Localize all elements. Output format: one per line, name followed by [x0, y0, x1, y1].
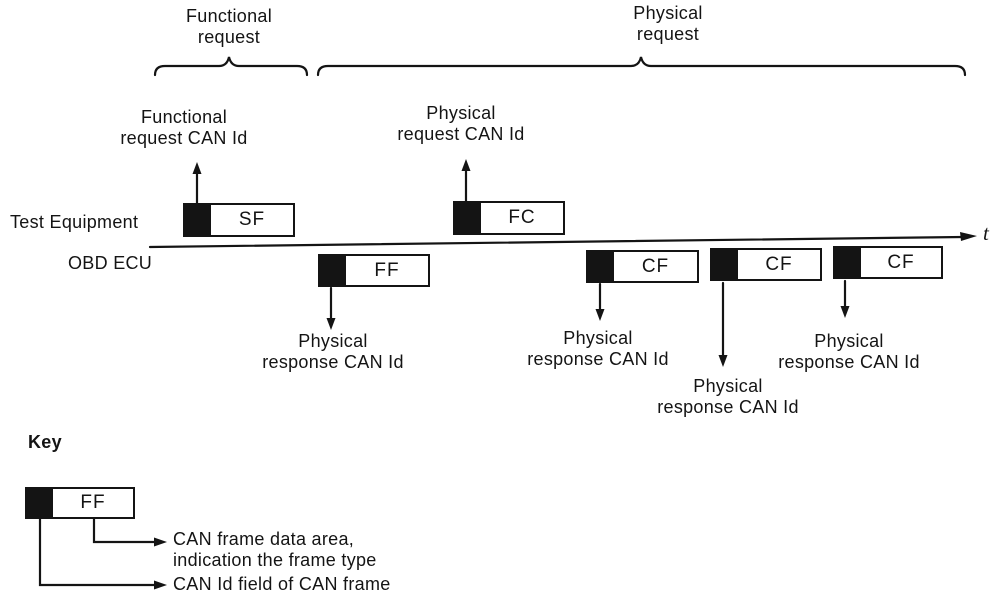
frame-sf: SF: [183, 203, 295, 237]
key-canid-field: [25, 487, 51, 519]
key-data-area-arrowhead-icon: [154, 537, 167, 547]
frame-ff-box: FF: [344, 254, 430, 287]
key-canid-note: CAN Id field of CAN frame: [173, 574, 391, 594]
frame-cf3: CF: [833, 246, 943, 279]
frame-fc-box: FC: [479, 201, 565, 235]
timeline-arrowhead-icon: [960, 232, 977, 241]
physical-response-canid-label-3: Physical response CAN Id: [657, 376, 799, 417]
fc-canid-field: [453, 201, 479, 235]
key-data-area-connector: [92, 517, 159, 544]
frame-cf3-box: CF: [859, 246, 943, 279]
physical-response-canid-label-1: Physical response CAN Id: [262, 331, 404, 372]
cf2-arrowhead-icon: [718, 355, 728, 367]
functional-request-canid-label: Functional request CAN Id: [120, 107, 248, 148]
key-data-area-note: CAN frame data area, indication the fram…: [173, 529, 377, 570]
physical-response-canid-label-2: Physical response CAN Id: [527, 328, 669, 369]
frame-fc-label: FC: [508, 207, 536, 228]
key-frame-ff-label: FF: [80, 492, 106, 513]
frame-sf-label: SF: [238, 209, 266, 230]
ff-arrowhead-icon: [326, 318, 336, 330]
frame-ff-label: FF: [374, 259, 400, 281]
frame-sf-box: SF: [209, 203, 295, 237]
ff-canid-field: [318, 254, 344, 287]
physical-request-label: Physical request: [633, 3, 703, 44]
physical-response-canid-label-4: Physical response CAN Id: [778, 331, 920, 372]
frame-cf1: CF: [586, 250, 699, 283]
cf3-arrowhead-icon: [840, 306, 850, 318]
key-canid-connector: [38, 517, 159, 587]
key-title: Key: [28, 432, 62, 452]
frame-cf2-box: CF: [736, 248, 822, 281]
sf-arrowhead-icon: [192, 162, 202, 174]
key-frame-ff-box: FF: [51, 487, 135, 519]
physical-request-canid-label: Physical request CAN Id: [397, 103, 525, 144]
frame-cf2: CF: [710, 248, 822, 281]
key-canid-arrowhead-icon: [154, 580, 167, 590]
functional-request-label: Functional request: [185, 6, 273, 47]
cf1-canid-field: [586, 250, 612, 283]
fc-arrowhead-icon: [461, 159, 471, 171]
cf3-canid-field: [833, 246, 859, 279]
functional-request-brace: [153, 56, 309, 77]
lane-obd-ecu-label: OBD ECU: [68, 253, 153, 273]
frame-cf2-label: CF: [765, 253, 793, 275]
frame-cf1-label: CF: [641, 255, 670, 277]
frame-cf3-label: CF: [887, 251, 915, 273]
cf1-arrowhead-icon: [595, 309, 605, 321]
frame-fc: FC: [453, 201, 565, 235]
frame-ff: FF: [318, 254, 430, 287]
lane-test-equipment-label: Test Equipment: [10, 212, 139, 232]
time-axis-label: t: [983, 221, 990, 245]
key-frame-ff: FF: [25, 487, 135, 519]
cf2-canid-field: [710, 248, 736, 281]
physical-request-brace: [316, 56, 967, 77]
frame-cf1-box: CF: [612, 250, 699, 283]
sf-canid-field: [183, 203, 209, 237]
timeline-axis: [148, 235, 965, 249]
